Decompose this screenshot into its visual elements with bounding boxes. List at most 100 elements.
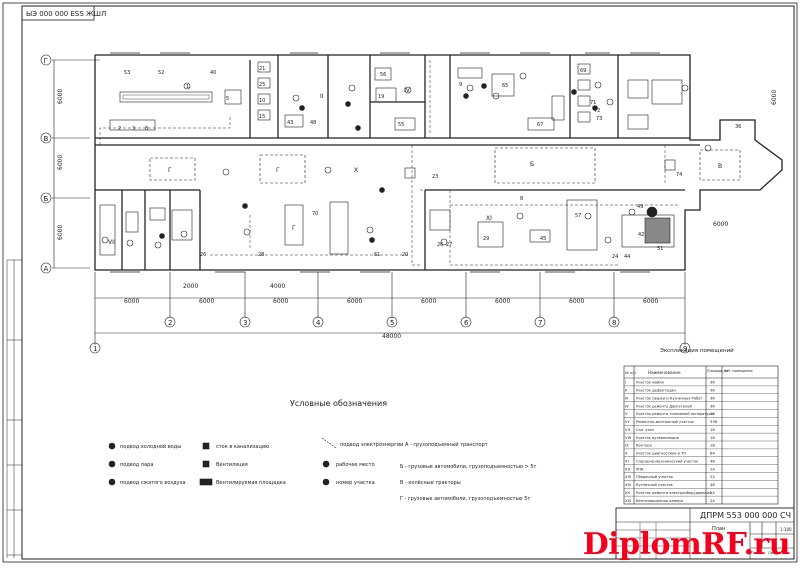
room-number: 61	[374, 252, 380, 258]
room-number: 2	[118, 126, 121, 132]
room-number: 36	[735, 124, 741, 130]
explication-cell: VIII	[625, 435, 631, 440]
top-stamp-text: ЫЭ 000 000 ЕSS ЖШЛ	[26, 10, 106, 18]
explication-cell: 18	[710, 443, 715, 448]
title-sheets: Листов 17	[768, 551, 787, 555]
building-walls	[94, 54, 783, 271]
col-label-4: 4	[316, 319, 321, 327]
explication-cell: 36	[710, 380, 715, 385]
explication-cell: Ремонтно-монтажный участок	[636, 420, 695, 424]
explication-cell: I	[625, 380, 626, 385]
zone-label: Г	[276, 167, 280, 174]
room-number: 74	[676, 172, 682, 178]
room-number: 8	[145, 126, 148, 132]
left-margin-stamps	[6, 259, 22, 558]
explication-cell: 84	[710, 451, 715, 456]
room-number: 51	[657, 246, 663, 252]
explication-cell: 24	[710, 490, 715, 495]
room-number: 8	[520, 196, 523, 202]
row-dim-1: 6000	[57, 89, 64, 104]
explication-cell: Сан.-узел	[636, 428, 654, 432]
col-dim-8: 6000	[643, 298, 658, 305]
explication-cell: 18	[710, 435, 715, 440]
row-axes: Г В Б A 6000 6000 6000	[40, 54, 100, 274]
explication-cell: XIII	[625, 474, 631, 479]
zone-label: Б	[530, 161, 534, 168]
explication-cell: Контора	[636, 444, 652, 448]
room-number: 43	[287, 120, 293, 126]
explication-cell: VII	[625, 427, 630, 432]
room-number: 69	[580, 68, 586, 74]
room-number: 40	[210, 70, 216, 76]
explication-cell: 48	[710, 482, 715, 487]
room-number: 5	[226, 96, 229, 102]
room-number: 24	[612, 254, 618, 260]
col-label-7: 7	[538, 319, 542, 327]
total-dim: 48000	[382, 333, 401, 340]
legend: Условные обозначения подвод холодной вод…	[108, 399, 537, 502]
service-lines	[99, 60, 680, 266]
room-number: 15	[259, 114, 265, 120]
legend-item: Г - грузовые автомобили, грузоподъемност…	[400, 496, 530, 502]
drawing-frame	[21, 5, 795, 560]
explication-cell: 24	[710, 498, 715, 503]
explication-cell: XVI	[625, 498, 631, 503]
explication-cell: V	[625, 411, 628, 416]
axis-label-g: Г	[44, 57, 48, 65]
legend-item: В - колёсные тракторы	[400, 480, 461, 486]
explication-cell: 336	[710, 419, 718, 424]
explication-cell: Участок ремонта Двигателей	[636, 404, 692, 408]
room-numbers: 53 52 40 1 2 3 8 5 21 25 10 15 43 48 56 …	[118, 66, 741, 260]
title-scale: 1:100	[780, 527, 792, 532]
legend-item: Вентиляция	[216, 462, 248, 468]
room-number: 19	[378, 94, 384, 100]
room-number: 10	[259, 98, 265, 104]
explication-cell: Участок дефектации	[636, 389, 676, 393]
room-number: 70	[312, 211, 318, 217]
title-name: План	[712, 526, 725, 532]
explication-cell: VI	[625, 419, 629, 424]
axis-label-b: Б	[44, 195, 49, 203]
zone-labels: Г Г Б Г В II IV VII X XI	[108, 87, 722, 246]
room-number: 29	[483, 236, 489, 242]
explication-table: Экспликация помещений № п/п Наименование…	[623, 347, 779, 505]
explication-cell: 36	[710, 403, 715, 408]
col-label-2: 2	[168, 319, 172, 327]
col-dim-2: 6000	[199, 298, 214, 305]
axis-label-a: A	[44, 265, 49, 273]
room-number: 26	[437, 242, 443, 248]
room-number: 3	[132, 126, 135, 132]
row-dim-2: 6000	[57, 155, 64, 170]
explication-cell: III	[625, 395, 628, 400]
explication-cell: IV	[625, 403, 629, 408]
fixture-symbols	[101, 72, 712, 249]
legend-item: номер участка	[336, 480, 375, 486]
title-block: ДПРМ 553 000 000 СЧ План ... 1:100 Лист …	[615, 507, 795, 560]
explication-header: Площадь, м²	[707, 369, 730, 373]
room-number: 52	[158, 70, 164, 76]
explication-cell: УПК	[636, 467, 644, 471]
explication-cell: Вентиляционная камера	[636, 499, 683, 503]
room-number: 57	[575, 213, 581, 219]
row-dim-3: 6000	[57, 225, 64, 240]
legend-title: Условные обозначения	[290, 399, 387, 408]
room-number: 27	[446, 242, 452, 248]
room-number: 53	[124, 70, 130, 76]
watermark-logo: DiplomRF.ru	[582, 527, 791, 562]
room-number: 55	[398, 122, 404, 128]
room-number: 9	[459, 82, 462, 88]
col-dim-6: 6000	[495, 298, 510, 305]
col-label-5: 5	[390, 319, 394, 327]
room-number: 65	[502, 83, 508, 89]
room-number: 45	[540, 236, 546, 242]
explication-header: Кат. помещения	[724, 369, 752, 373]
legend-item: рабочее место	[336, 462, 375, 468]
explication-cell: 24	[710, 474, 715, 479]
title-subname: ...	[706, 534, 711, 540]
explication-cell: 18	[710, 427, 715, 432]
col-dim-5: 6000	[421, 298, 436, 305]
explication-cell: XII	[625, 466, 630, 471]
room-number: 26	[200, 252, 206, 258]
explication-cell: II	[625, 388, 627, 393]
explication-cell: XI	[625, 458, 629, 463]
